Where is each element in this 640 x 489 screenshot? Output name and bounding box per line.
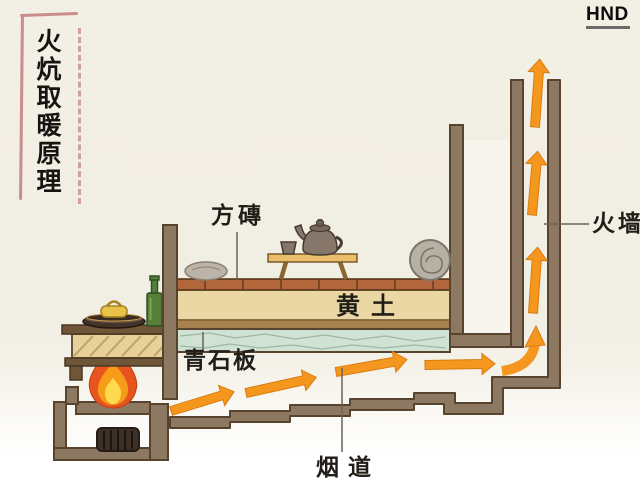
- title-border-top: [19, 11, 79, 18]
- label-square-brick: 方磚: [211, 202, 265, 229]
- diagram-title: 火炕取暖原理: [33, 28, 62, 196]
- bluestone-slab-layer: [176, 328, 451, 353]
- smoke-flow-arrow-icon: [525, 246, 549, 314]
- hnd-logo-tagline: [586, 26, 630, 29]
- smoke-flow-arrow-icon: [527, 58, 551, 128]
- smoke-flow-arrow-icon: [244, 369, 318, 398]
- cooking-pan-icon: [82, 313, 146, 329]
- tea-cup-icon: [280, 241, 297, 255]
- walls: [162, 79, 524, 400]
- title-border-left: [19, 15, 24, 201]
- smoke-channel-floor: [169, 79, 561, 429]
- tea-table-icon: [267, 253, 358, 280]
- kang-platform: [176, 278, 451, 353]
- label-smoke-channel: 烟道: [316, 454, 380, 481]
- hnd-logo: HND: [586, 5, 634, 29]
- teapot-icon: [294, 218, 343, 256]
- chimney-inner-wall: [510, 79, 524, 348]
- pillow-icon: [184, 261, 228, 281]
- bedding-roll-icon: [409, 239, 451, 281]
- yellow-earth-layer: [176, 289, 451, 321]
- room-right-wall: [449, 124, 464, 344]
- smoke-flow-arrow-icon: [169, 384, 235, 416]
- smoke-flow-arrow-icon: [524, 150, 548, 216]
- smoke-flow-arrows: [169, 58, 551, 416]
- earth-base-strip: [176, 319, 451, 330]
- fuel-block-icon: [96, 427, 140, 452]
- lidded-pot-icon: [100, 300, 128, 318]
- label-bluestone-slab: 青石板: [183, 347, 258, 374]
- pointer-lines: [202, 223, 589, 452]
- smoke-flow-arrow-icon: [424, 352, 496, 376]
- label-yellow-earth: 黄土: [336, 291, 406, 320]
- stove-counter: [61, 324, 177, 381]
- title-box: 火炕取暖原理: [16, 10, 88, 206]
- wall-cavity: [464, 140, 510, 336]
- smoke-flow-arrow-icon: [334, 350, 408, 378]
- kang-left-wall-post: [162, 224, 178, 400]
- title-border-right: [78, 28, 81, 204]
- smoke-turn-arrow-icon: [501, 324, 546, 376]
- label-fire-wall: 火墙: [592, 210, 640, 237]
- firebox-stub-wall: [65, 386, 79, 405]
- square-brick-layer: [176, 278, 451, 291]
- wine-bottle-icon: [146, 275, 163, 327]
- hnd-logo-text: HND: [586, 4, 629, 25]
